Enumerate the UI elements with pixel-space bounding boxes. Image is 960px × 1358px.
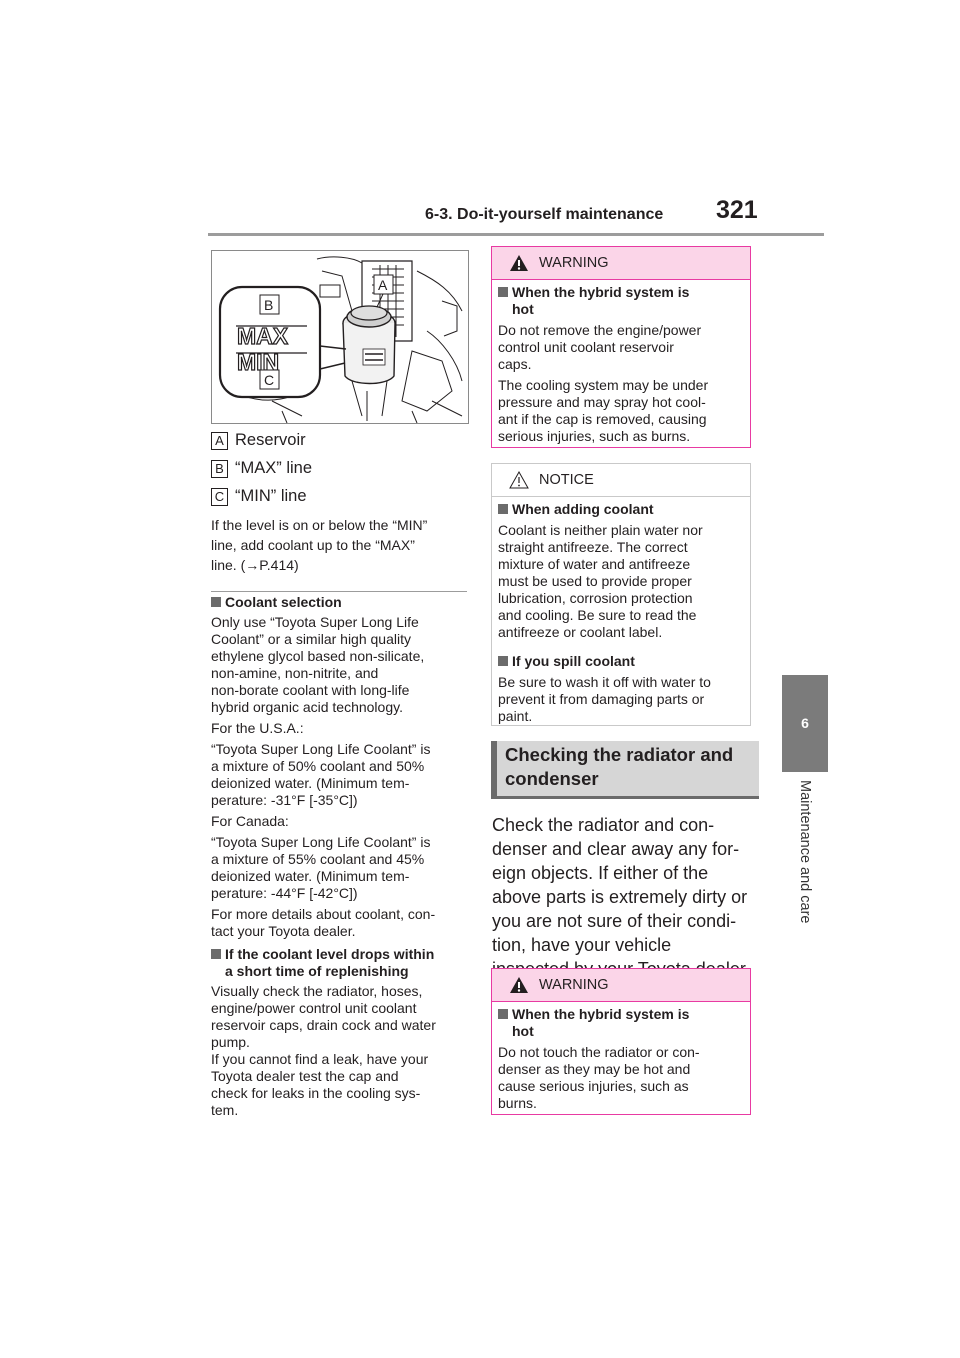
warning-triangle-icon — [510, 255, 528, 271]
section-title: Checking the radiator and condenser — [491, 741, 759, 799]
warning-title: WARNING — [539, 255, 609, 271]
svg-text:MAX: MAX — [237, 323, 289, 349]
chapter-title: Maintenance and care — [797, 780, 813, 924]
callout-labels: B C A — [259, 274, 394, 390]
coolant-reservoir-figure: MAX MIN B C A — [211, 250, 469, 424]
legend-max-line: B“MAX” line — [211, 459, 312, 478]
warning-triangle-icon — [510, 977, 528, 993]
legend-min-line: C“MIN” line — [211, 487, 307, 506]
notice-triangle-icon — [509, 471, 529, 489]
engine-bay-illustration: MAX MIN B C A — [218, 256, 463, 424]
divider — [211, 591, 467, 592]
warning-title: WARNING — [539, 977, 609, 993]
notice-title: NOTICE — [539, 472, 594, 488]
coolant-selection: Coolant selection Only use “Toyota Super… — [211, 594, 436, 1118]
svg-text:C: C — [264, 372, 274, 388]
svg-text:A: A — [378, 277, 388, 293]
page-number: 321 — [716, 196, 758, 224]
notice-box: NOTICE When adding coolant Coolant is ne… — [491, 463, 751, 726]
chapter-tab: 6 — [782, 675, 828, 772]
callout-bubble — [218, 285, 347, 399]
section-header: 6-3. Do-it-yourself maintenance — [425, 206, 664, 223]
header-divider — [208, 233, 824, 236]
reservoir-icon — [342, 305, 396, 385]
chapter-title-vertical: Maintenance and care — [782, 780, 828, 1040]
svg-text:B: B — [264, 297, 273, 313]
section-body: Check the radiator and con- denser and c… — [492, 815, 750, 979]
warning-box-hybrid-hot: WARNING When the hybrid system is hot Do… — [491, 246, 751, 448]
warning-box-radiator-hot: WARNING When the hybrid system is hot Do… — [491, 968, 751, 1115]
level-note: If the level is on or below the “MIN” li… — [211, 517, 428, 573]
